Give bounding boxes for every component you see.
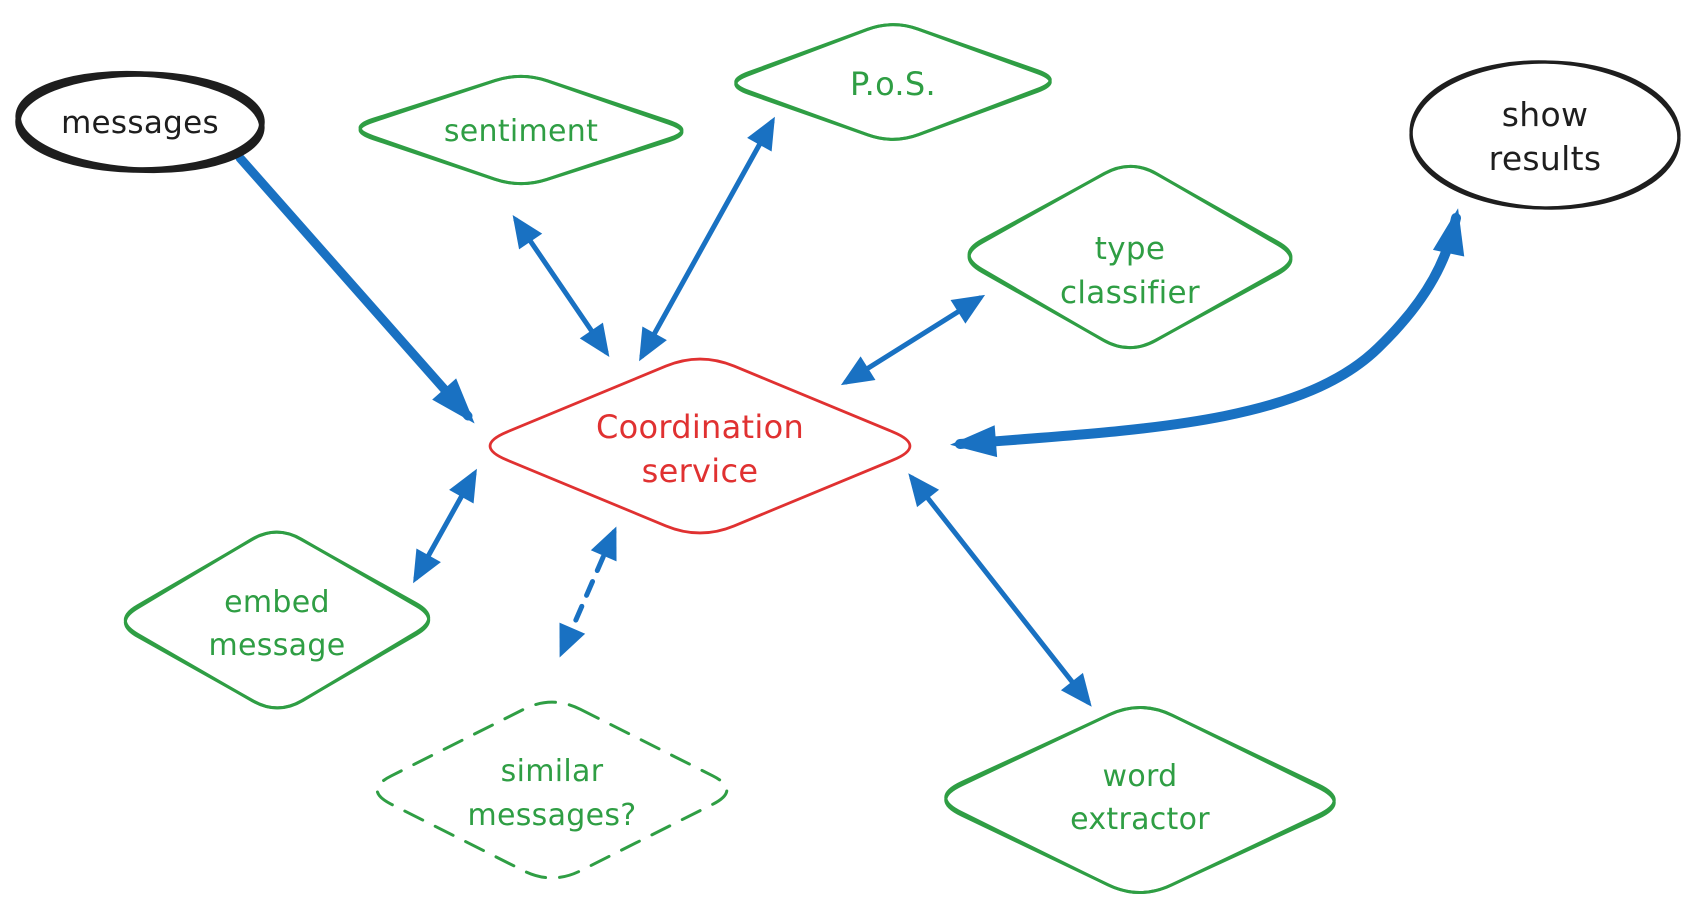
node-coordination-service: Coordination service (488, 357, 912, 535)
coordination-label-line2: service (642, 452, 759, 490)
type-classifier-label-line1: type (1095, 231, 1165, 267)
node-sentiment: sentiment (357, 72, 685, 188)
node-show-results: show results (1406, 55, 1684, 215)
embed-message-label-line1: embed (224, 585, 330, 620)
similar-messages-label-line2: messages? (467, 798, 636, 833)
diamond-shape (944, 706, 1336, 894)
coordination-label-line1: Coordination (596, 408, 804, 446)
node-messages: messages (16, 68, 265, 177)
type-classifier-label-line2: classifier (1060, 275, 1200, 311)
word-extractor-label-line1: word (1103, 759, 1178, 794)
pos-label: P.o.S. (850, 65, 936, 103)
ellipse-sketch-line (1406, 55, 1684, 215)
node-word-extractor: word extractor (942, 703, 1338, 897)
word-extractor-label-line2: extractor (1070, 802, 1210, 837)
edge-coordination-show-results (950, 208, 1465, 458)
diamond-sketch-line (942, 703, 1338, 897)
messages-label: messages (61, 105, 219, 141)
diamond-shape (123, 530, 431, 710)
embed-message-label-line2: message (209, 628, 346, 663)
edges-layer (235, 116, 1465, 707)
node-embed-message: embed message (122, 528, 432, 712)
edge-embed-message-coordination (413, 468, 477, 584)
edge-sentiment-coordination (512, 215, 610, 357)
node-type-classifier: type classifier (966, 162, 1294, 352)
edge-similar-messages-coordination (559, 526, 617, 658)
show-results-label-line2: results (1489, 139, 1602, 178)
sentiment-label: sentiment (444, 114, 598, 149)
edge-pos-coordination (639, 116, 775, 362)
diamond-shape (488, 357, 912, 535)
node-similar-messages: similar messages? (375, 700, 729, 880)
edge-type-classifier-coordination (840, 294, 986, 386)
show-results-label-line1: show (1502, 95, 1589, 134)
edge-messages-coordination (235, 153, 475, 424)
diamond-sketch-line (122, 528, 432, 712)
diamond-shape-dashed (375, 700, 729, 880)
edge-word-extractor-coordination (908, 473, 1092, 707)
node-pos: P.o.S. (733, 20, 1053, 144)
similar-messages-label-line1: similar (501, 754, 604, 789)
